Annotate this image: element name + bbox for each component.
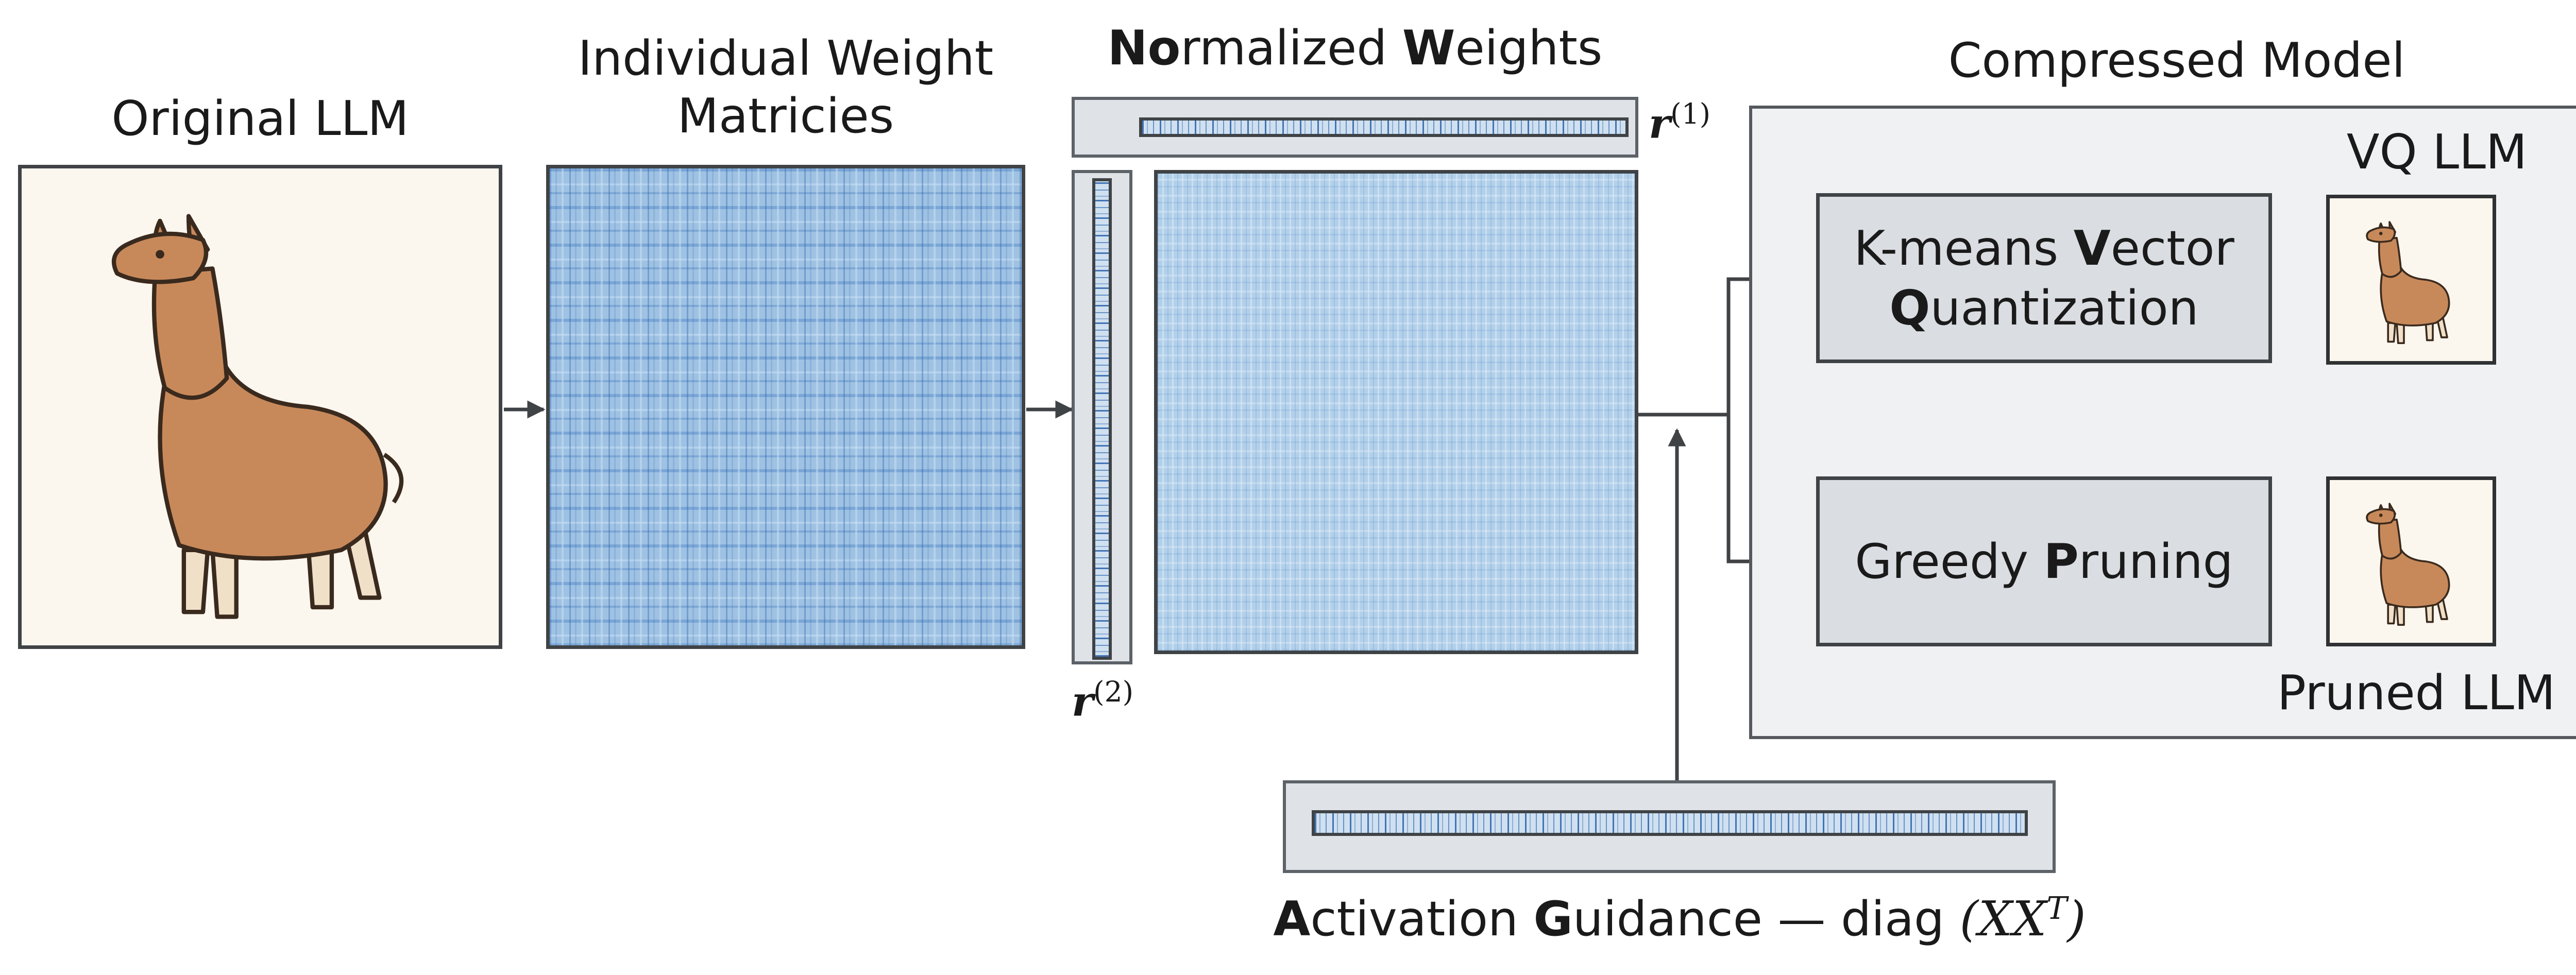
normalized-weight-matrix xyxy=(1154,170,1638,654)
individual-weight-label: Individual Weight Matricies xyxy=(546,30,1025,145)
activation-frame xyxy=(1283,780,2056,873)
activation-math-sup: T xyxy=(2046,891,2067,927)
activation-bold-2: G xyxy=(1533,891,1573,947)
kmeans-line1: K-means Vector xyxy=(1854,218,2234,278)
kmeans-line2: Quantization xyxy=(1854,278,2234,338)
activation-vector xyxy=(1312,810,2028,836)
r2-vector-frame xyxy=(1072,170,1132,664)
greedy-line: Greedy Pruning xyxy=(1855,532,2233,591)
r1-base: r xyxy=(1649,99,1671,148)
r1-vector xyxy=(1139,117,1629,137)
r2-label: r(2) xyxy=(1072,675,1133,726)
individual-weight-matrix xyxy=(546,165,1025,649)
original-llm-label: Original LLM xyxy=(111,91,409,146)
vq-llm-icon-box xyxy=(2326,195,2496,365)
r1-label: r(1) xyxy=(1649,97,1710,148)
pruned-llm-icon-box xyxy=(2326,476,2496,646)
kmeans-bold-1: V xyxy=(2073,220,2111,276)
llama-icon xyxy=(111,214,404,619)
r1-sup: (1) xyxy=(1670,97,1711,130)
activation-math: (XXT) xyxy=(1960,891,2086,947)
r2-base: r xyxy=(1072,677,1094,726)
kmeans-bold-2: Q xyxy=(1889,280,1930,336)
normalized-weights-label: Normalized Weights xyxy=(1072,20,1638,77)
activation-math-open: (XX xyxy=(1959,891,2047,947)
greedy-text-2: runing xyxy=(2078,533,2233,589)
pruned-llm-label: Pruned LLM xyxy=(2277,665,2556,721)
individual-weight-line2: Matricies xyxy=(677,88,894,144)
kmeans-text-1: K-means xyxy=(1854,220,2074,276)
activation-bold-1: A xyxy=(1273,891,1311,947)
activation-text-1: ctivation xyxy=(1310,891,1534,947)
r2-vector xyxy=(1092,178,1112,660)
greedy-text-1: Greedy xyxy=(1855,533,2044,589)
vq-llm-label: VQ LLM xyxy=(2346,124,2528,180)
llama-icon xyxy=(2366,221,2450,345)
normalized-bold-2: W xyxy=(1402,20,1455,76)
r2-sup: (2) xyxy=(1093,675,1134,708)
original-llm-panel xyxy=(18,165,502,649)
greedy-pruning-box: Greedy Pruning xyxy=(1816,476,2272,646)
normalized-text-1: rmalized xyxy=(1180,20,1402,76)
greedy-bold-1: P xyxy=(2043,533,2079,589)
normalized-bold-1: No xyxy=(1107,20,1181,76)
activation-guidance-label: Activation Guidance — diag (XXT) xyxy=(1226,890,2133,948)
kmeans-vq-box: K-means Vector Quantization xyxy=(1816,193,2272,363)
r1-vector-frame xyxy=(1072,97,1638,158)
kmeans-text-3: uantization xyxy=(1930,280,2199,336)
llama-icon xyxy=(2366,503,2450,626)
compressed-model-label: Compressed Model xyxy=(1948,32,2405,88)
individual-weight-line1: Individual Weight xyxy=(578,30,994,86)
activation-text-2: uidance — diag xyxy=(1572,891,1945,947)
kmeans-text-2: ector xyxy=(2110,220,2234,276)
normalized-text-2: eights xyxy=(1455,20,1603,76)
activation-math-close: ) xyxy=(2067,891,2086,947)
